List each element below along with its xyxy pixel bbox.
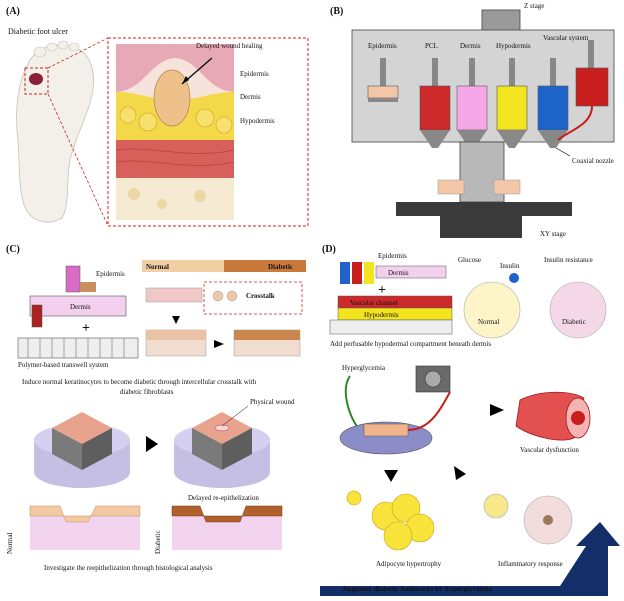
cartridge-label-0: Epidermis xyxy=(368,42,397,50)
side-normal-label: Normal xyxy=(6,533,14,554)
callout-wound: Delayed wound healing xyxy=(196,42,263,50)
normal-cell xyxy=(463,281,521,339)
vascular-red-cartridge xyxy=(557,40,609,141)
cartridge-label-2: Dermis xyxy=(460,42,481,50)
callout-epidermis: Epidermis xyxy=(240,70,269,78)
panel-c-label: (C) xyxy=(6,244,20,255)
panel-d-label: (D) xyxy=(322,244,336,255)
augment-banner-arrow xyxy=(320,522,620,596)
d-plus-sign: + xyxy=(378,283,386,298)
diabetic-cell-label: Diabetic xyxy=(562,318,586,326)
physical-wound-label: Physical wound xyxy=(250,398,295,406)
adipocyte-label: Adipocyte hypertrophy xyxy=(376,560,442,568)
d-dermis-layer xyxy=(375,265,447,279)
panel-d: (D) Epidermis Dermis + Vascular channel … xyxy=(320,244,620,596)
foot-illustration xyxy=(16,44,94,223)
vessel-illustration xyxy=(515,391,591,441)
d-epidermis-label: Epidermis xyxy=(378,252,407,260)
zoom-box-small xyxy=(24,67,49,95)
muscle-layer xyxy=(116,140,234,178)
panel-c: (C) Epidermis Dermis + Polymer-based tra… xyxy=(6,244,306,572)
gradient-normal-label: Normal xyxy=(146,263,169,271)
histology-normal xyxy=(29,505,141,550)
panel-a-title: Diabetic foot ulcer xyxy=(8,27,68,36)
cartridge-label-1: PCL xyxy=(425,42,438,50)
adipocyte-cluster xyxy=(371,493,435,551)
side-diabetic-label: Diabetic xyxy=(154,530,162,554)
z-stage xyxy=(481,9,521,33)
insulin-resistance-label: Insulin resistance xyxy=(544,256,593,264)
d-hypodermis-label: Hypodermis xyxy=(364,311,399,319)
tissue-block-normal xyxy=(34,412,130,488)
hypodermis-cartridge xyxy=(496,58,528,148)
pcl-cartridge xyxy=(419,58,451,148)
cartridge-label-3: Hypodermis xyxy=(496,42,531,50)
panel-b-label: (B) xyxy=(330,6,343,17)
c-caption-2: diabetic fibroblasts xyxy=(120,388,174,396)
transwell-grid xyxy=(17,337,139,359)
c-dermis-label: Dermis xyxy=(70,303,91,311)
vascular-dysfunction-label: Vascular dysfunction xyxy=(520,446,579,454)
c-epidermis-label: Epidermis xyxy=(96,270,125,278)
delayed-label: Delayed re-epithelization xyxy=(188,494,259,502)
c-plus-sign: + xyxy=(82,321,90,336)
gradient-diabetic-label: Diabetic xyxy=(268,263,293,271)
wound-tissue xyxy=(153,69,191,127)
c-dermis-layer xyxy=(29,295,127,317)
histology-diabetic xyxy=(171,505,283,550)
epidermis-cartridge xyxy=(367,85,399,99)
insulin-label: Insulin xyxy=(500,262,520,270)
crosstalk-label: Crosstalk xyxy=(246,292,275,300)
c-bottom-caption: Investigate the reepithelization through… xyxy=(44,564,213,572)
transwell-label: Polymer-based transwell system xyxy=(18,361,109,369)
tissue-block-wounded xyxy=(174,412,270,488)
ulcer-spot xyxy=(29,73,43,85)
hyperglycemia-label: Hyperglycemia xyxy=(342,364,386,372)
xy-stage-label: XY stage xyxy=(540,230,566,238)
panel-a: (A) Diabetic foot ulcer Delayed wound he… xyxy=(6,6,309,227)
z-stage-label: Z stage xyxy=(524,2,544,10)
augment-banner-text: Augment diabetic hallmarks by hyperglyce… xyxy=(342,584,492,593)
panel-a-label: (A) xyxy=(6,6,20,17)
vascular-blue-cartridge xyxy=(537,58,569,148)
callout-hypodermis: Hypodermis xyxy=(240,117,275,125)
coaxial-nozzle-label: Coaxial nozzle xyxy=(572,157,614,165)
callout-dermis: Dermis xyxy=(240,93,261,101)
panel-b: (B) Z stage Epidermis PCL Dermis Hypoder… xyxy=(330,2,615,238)
vascular-channel-label: Vascular channel xyxy=(350,299,398,307)
inflammatory-label: Inflammatory response xyxy=(498,560,563,568)
glucose-label: Glucose xyxy=(458,256,481,264)
d-add-caption: Add perfusable hypodermal compartment be… xyxy=(330,340,491,348)
xy-stage xyxy=(396,202,572,216)
dermis-cartridge xyxy=(456,58,488,148)
d-dermis-label: Dermis xyxy=(388,269,409,277)
diabetic-cell xyxy=(549,281,607,339)
cartridge-label-4: Vascular system xyxy=(543,34,589,42)
c-caption-1: Induce normal keratinocytes to become di… xyxy=(22,378,257,386)
normal-cell-label: Normal xyxy=(478,318,499,326)
